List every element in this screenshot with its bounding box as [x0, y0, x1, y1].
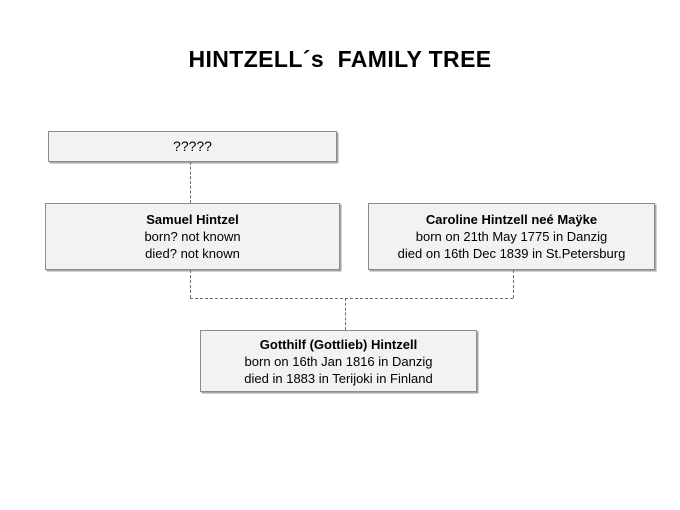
tree-node-gotthilf-hintzell: Gotthilf (Gottlieb) Hintzell born on 16t… [200, 330, 477, 392]
connector-caroline-drop [513, 270, 514, 298]
connector-to-gotthilf [345, 298, 346, 330]
tree-node-samuel-hintzel: Samuel Hintzel born? not known died? not… [45, 203, 340, 270]
node-name: Gotthilf (Gottlieb) Hintzell [259, 336, 418, 352]
node-name: Samuel Hintzel [146, 212, 239, 227]
node-birth-line: born? not known [144, 229, 241, 244]
page-title: HINTZELL´s FAMILY TREE [188, 46, 492, 72]
node-name: Caroline Hintzell neé Maÿke [425, 212, 598, 227]
tree-node-caroline-hintzell: Caroline Hintzell neé Maÿke born on 21th… [368, 203, 655, 270]
node-death-line: died? not known [145, 246, 240, 261]
node-birth-line: born on 21th May 1775 in Danzig [415, 229, 608, 244]
node-death-line: died on 16th Dec 1839 in St.Petersburg [397, 246, 626, 261]
node-name: ????? [173, 138, 212, 154]
node-birth-line: born on 16th Jan 1816 in Danzig [244, 353, 433, 369]
connector-unknown-to-samuel [190, 162, 191, 203]
connector-marriage-bar [190, 298, 513, 299]
connector-samuel-drop [190, 270, 191, 298]
tree-node-unknown-ancestor: ????? [48, 131, 337, 162]
node-death-line: died in 1883 in Terijoki in Finland [244, 370, 433, 386]
